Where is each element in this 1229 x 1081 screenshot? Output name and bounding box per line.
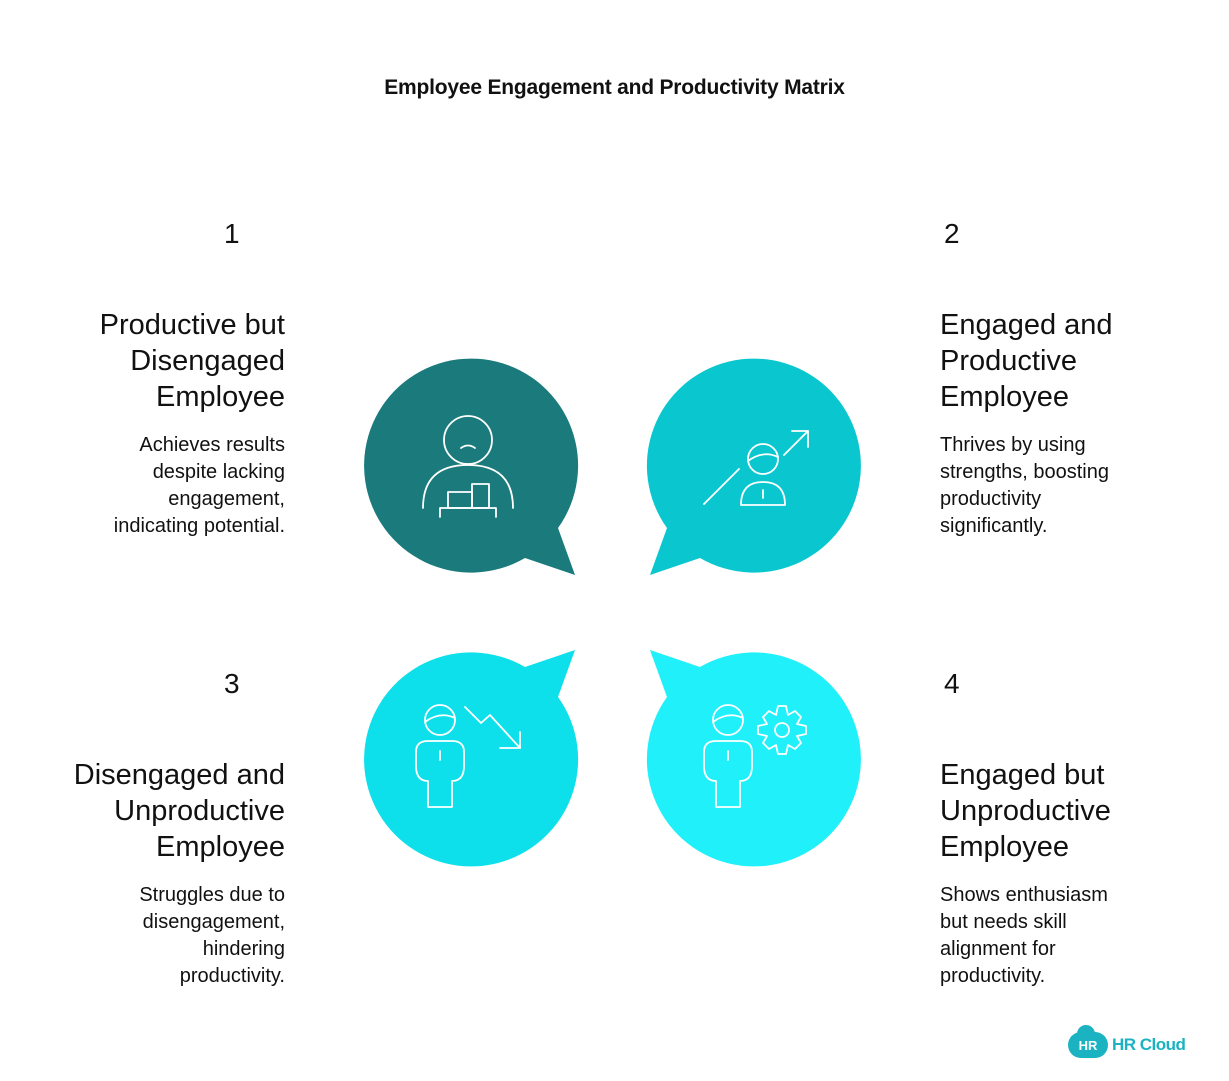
- quadrant-1-bubble: [364, 358, 579, 575]
- quadrant-4-heading: Engaged but Unproductive Employee: [940, 759, 1111, 863]
- logo-text: HR Cloud: [1112, 1035, 1186, 1054]
- quadrant-3-heading: Disengaged and Unproductive Employee: [73, 759, 285, 863]
- cloud-logo-icon: HR: [1068, 1025, 1108, 1058]
- quadrant-2-heading: Engaged and Productive Employee: [940, 309, 1113, 413]
- diagram-title: Employee Engagement and Productivity Mat…: [384, 76, 845, 99]
- disengaged-person-with-bar-chart-icon: [422, 415, 514, 518]
- quadrant-1-description: Achieves results despite lacking engagem…: [113, 434, 285, 537]
- person-with-falling-arrow-icon: [415, 704, 521, 808]
- quadrant-2-bubble: [646, 358, 861, 575]
- quadrant-2-description: Thrives by using strengths, boosting pro…: [940, 434, 1109, 537]
- quadrant-1-number: 1: [224, 218, 240, 249]
- hr-cloud-logo: HR HR Cloud: [1068, 1025, 1186, 1060]
- quadrant-4-bubble: [646, 650, 861, 867]
- person-with-rising-arrow-icon: [703, 430, 809, 506]
- person-with-gear-icon: [703, 704, 807, 808]
- quadrant-1-heading: Productive but Disengaged Employee: [99, 309, 285, 413]
- quadrant-4-number: 4: [944, 668, 960, 699]
- quadrant-3-bubble: [364, 650, 579, 867]
- quadrant-4-description: Shows enthusiasm but needs skill alignme…: [940, 884, 1108, 987]
- quadrant-3-number: 3: [224, 668, 240, 699]
- quadrant-3-description: Struggles due to disengagement, hinderin…: [139, 884, 285, 987]
- quadrant-2-number: 2: [944, 218, 960, 249]
